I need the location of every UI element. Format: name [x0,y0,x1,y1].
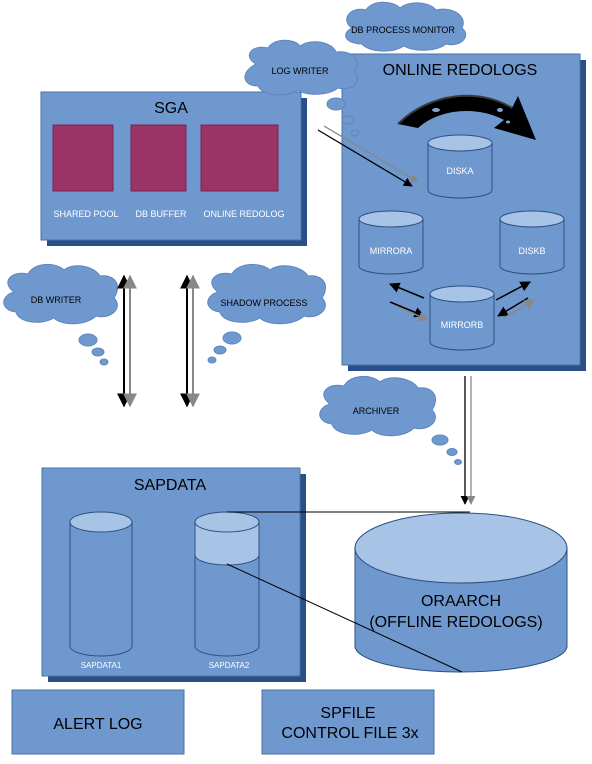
archiver-bubble-1 [431,434,449,446]
shadow-process-label: SHADOW PROCESS [220,298,307,308]
shared-pool-block [52,124,114,192]
oraarch-title: ORAARCH [421,593,501,610]
mirrora-cylinder: MIRRORA [358,210,424,275]
diskb-label: DISKB [518,246,545,256]
diska-label: DISKA [446,166,473,176]
shadow-process-bubble-3 [207,356,217,364]
db-writer-label: DB WRITER [31,295,82,305]
sapdata1-label: SAPDATA1 [81,661,122,670]
alert-log-box: ALERT LOG [11,689,185,755]
sapdata2-cylinder: SAPDATA2 [194,511,260,670]
shadow-process-bubble-1 [222,331,242,345]
mirrorb-cylinder: MIRRORB [429,285,495,351]
spfile-box: SPFILE CONTROL FILE 3x [261,689,435,755]
archiver-bubble-2 [446,448,458,456]
mirror-arrow-left-1 [389,282,425,299]
log-writer-arrows [317,125,419,187]
rotation-arrow-icon [397,94,536,140]
archiver-cloud: ARCHIVER [319,376,462,465]
mirror-arrow-right-3 [503,299,535,319]
shadow-process-bubble-2 [213,345,227,355]
db-writer-arrows [117,274,137,408]
log-writer-bubble-1 [326,97,346,111]
alert-log-label: ALERT LOG [53,716,142,733]
diskb-cylinder: DISKB [499,210,565,275]
db-writer-cloud: DB WRITER [3,264,118,366]
db-process-monitor-cloud: DB PROCESS MONITOR [345,1,467,52]
online-redologs-group: ONLINE REDOLOGS DISKA MIRRORA DISKB [341,53,586,371]
sapdata2-label: SAPDATA2 [209,661,250,670]
sapdata1-cylinder: SAPDATA1 [69,511,133,670]
diska-cylinder: DISKA [427,134,493,199]
sga-title: SGA [154,100,188,117]
mirror-arrow-left-3 [395,305,429,322]
shadow-process-cloud: SHADOW PROCESS [207,264,326,364]
mirror-arrow-right-1 [495,281,531,301]
db-buffer-block [130,124,187,192]
oraarch-subtitle: (OFFLINE REDOLOGS) [369,614,542,631]
db-process-monitor-label: DB PROCESS MONITOR [351,25,455,35]
shadow-process-arrows [180,274,200,408]
log-writer-label: LOG WRITER [271,66,329,76]
db-writer-bubble-3 [99,358,109,366]
sapdata2-to-oraarch-bottom [226,563,463,673]
online-redolog-label: ONLINE REDOLOG [203,209,284,219]
mirrorb-label: MIRRORB [441,320,484,330]
archiver-bubble-3 [454,459,462,465]
sapdata-title: SAPDATA [134,477,207,494]
sga-group: SGA SHARED POOL DB BUFFER ONLINE REDOLOG [40,91,307,246]
sapdata-group: SAPDATA SAPDATA1 SAPDATA2 [41,467,306,682]
online-redologs-title: ONLINE REDOLOGS [383,62,538,79]
archiver-arrows [460,376,476,505]
db-writer-bubble-1 [78,333,98,347]
log-writer-cloud: LOG WRITER [244,39,360,137]
online-redolog-block [200,124,279,192]
db-writer-bubble-2 [91,347,105,357]
archiver-label: ARCHIVER [353,406,400,416]
mirror-arrow-right-2 [497,297,529,317]
shared-pool-label: SHARED POOL [53,209,118,219]
oraarch-cylinder: ORAARCH (OFFLINE REDOLOGS) [354,512,568,673]
control-file-label: CONTROL FILE 3x [281,725,418,742]
mirrora-label: MIRRORA [370,246,413,256]
db-buffer-label: DB BUFFER [135,209,187,219]
log-writer-bubble-3 [350,129,360,137]
log-writer-bubble-2 [341,115,355,125]
spfile-label: SPFILE [320,705,375,722]
